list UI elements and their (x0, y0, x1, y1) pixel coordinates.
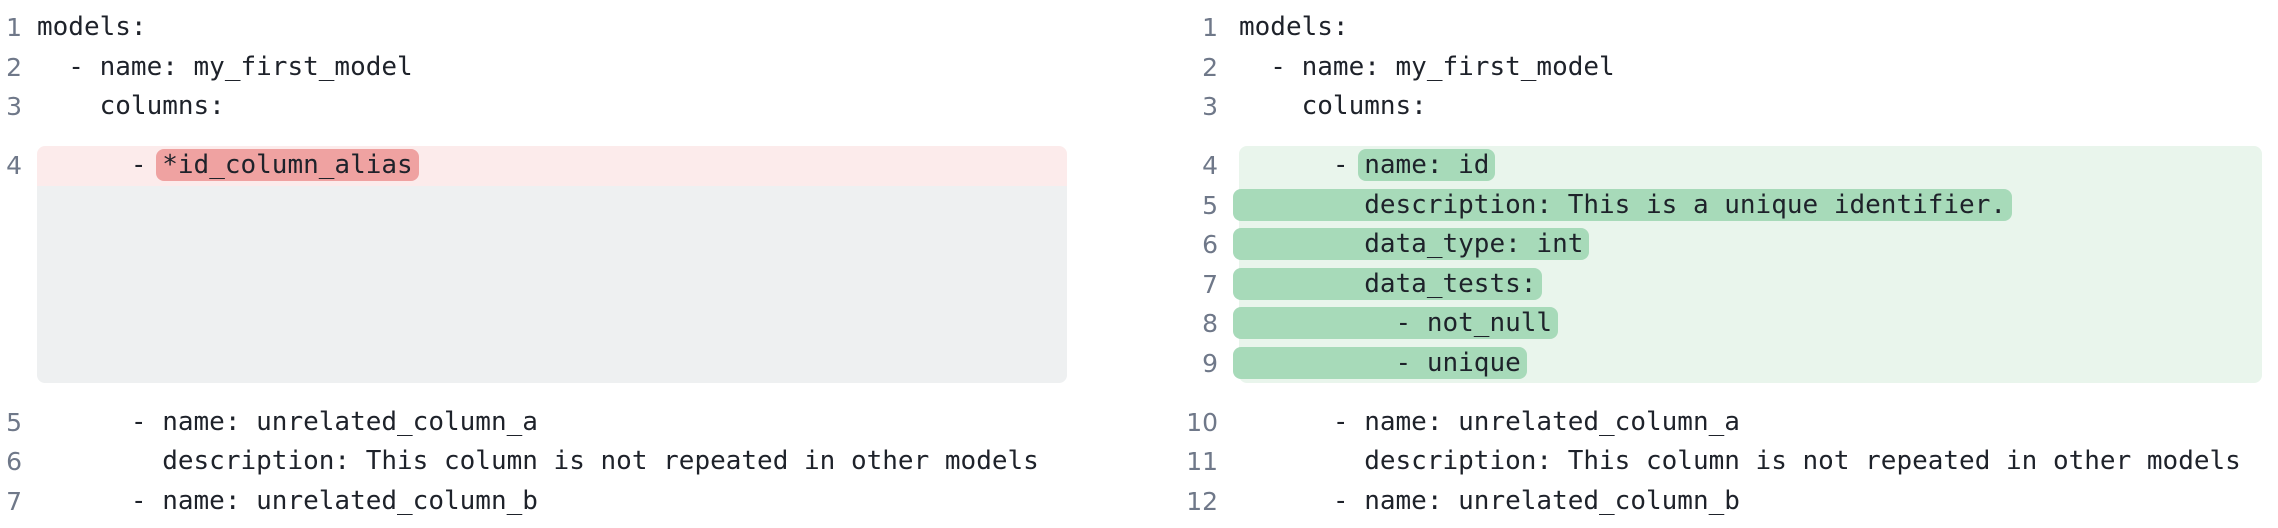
diff-left-panel: 1 models: 2 - name: my_first_model 3 col… (0, 0, 1139, 521)
added-token: - not_null (1233, 307, 1559, 339)
added-line-row: 5 description: This is a unique identifi… (1139, 185, 2278, 225)
line-number: 6 (1202, 230, 1218, 259)
added-token: data_tests: (1233, 267, 1543, 300)
removed-hunk: 4 - *id_column_alias (0, 146, 1139, 383)
added-token: - unique (1233, 346, 1527, 379)
line-row: 7 - name: unrelated_column_b (0, 482, 1139, 522)
line-number: 5 (1202, 190, 1218, 220)
line-number: 5 (6, 407, 22, 437)
line-number: 8 (1202, 309, 1218, 338)
line-number: 11 (1186, 447, 1218, 476)
line-row: 11 description: This column is not repea… (1139, 442, 2278, 482)
added-line-row: 8 - not_null (1139, 304, 2278, 344)
code-text: description: This is a unique identifier… (1233, 185, 2262, 225)
code-text: models: (37, 12, 147, 42)
added-line-row: 6 data_type: int (1139, 225, 2278, 265)
line-row: 1 models: (1139, 8, 2278, 48)
collapsed-lines-placeholder (37, 185, 1067, 383)
line-number: 2 (1202, 52, 1218, 82)
line-row: 12 - name: unrelated_column_b (1139, 482, 2278, 522)
line-number: 4 (6, 151, 22, 180)
line-number: 10 (1186, 407, 1218, 437)
line-row: 3 columns: (0, 87, 1139, 127)
removed-token: *id_column_alias (156, 149, 419, 181)
code-text: - name: my_first_model (1239, 51, 1615, 82)
code-text: - name: unrelated_column_a (37, 406, 538, 437)
line-number: 7 (1202, 269, 1218, 299)
line-row: 10 - name: unrelated_column_a (1139, 403, 2278, 443)
line-row: 5 - name: unrelated_column_a (0, 403, 1139, 443)
line-number: 7 (6, 486, 22, 516)
code-text: - name: unrelated_column_a (1239, 406, 1740, 437)
line-row: 6 description: This column is not repeat… (0, 442, 1139, 482)
code-text: description: This column is not repeated… (1239, 446, 2241, 476)
line-row: 2 - name: my_first_model (0, 48, 1139, 88)
code-text: - *id_column_alias (37, 146, 1067, 186)
code-text: - name: id (1239, 146, 2262, 186)
code-text: columns: (37, 91, 225, 121)
code-text: columns: (1239, 91, 1427, 121)
code-text: - not_null (1233, 304, 2262, 344)
line-row: 2 - name: my_first_model (1139, 48, 2278, 88)
added-line-row: 9 - unique (1139, 343, 2278, 383)
code-text: data_type: int (1233, 225, 2262, 265)
code-indent: - (1239, 150, 1365, 180)
added-token: data_type: int (1233, 228, 1590, 260)
collapsed-lines-row (0, 185, 1139, 383)
removed-line-row: 4 - *id_column_alias (0, 146, 1139, 186)
code-text: description: This column is not repeated… (37, 446, 1039, 476)
added-line-row: 4 - name: id (1139, 146, 2278, 186)
added-line-row: 7 data_tests: (1139, 264, 2278, 304)
added-hunk: 4 - name: id 5 description: This is a un… (1139, 146, 2278, 383)
code-text: data_tests: (1233, 264, 2262, 304)
line-number: 2 (6, 52, 22, 82)
line-row: 1 models: (0, 8, 1139, 48)
line-row: 3 columns: (1139, 87, 2278, 127)
code-text: - name: unrelated_column_b (1239, 485, 1740, 516)
code-text: - unique (1233, 343, 2262, 383)
line-number: 4 (1202, 151, 1218, 180)
line-number: 1 (6, 13, 22, 42)
added-token: description: This is a unique identifier… (1233, 188, 2013, 221)
code-text: - name: my_first_model (37, 51, 413, 82)
line-number: 6 (6, 447, 22, 476)
code-indent: - (37, 150, 163, 180)
added-token: name: id (1358, 149, 1496, 181)
diff-right-panel: 1 models: 2 - name: my_first_model 3 col… (1139, 0, 2278, 521)
line-number: 9 (1202, 348, 1218, 378)
line-number: 3 (6, 92, 22, 121)
code-text: - name: unrelated_column_b (37, 485, 538, 516)
line-number: 1 (1202, 13, 1218, 42)
line-number: 12 (1186, 486, 1218, 516)
code-text: models: (1239, 12, 1349, 42)
line-number: 3 (1202, 92, 1218, 121)
